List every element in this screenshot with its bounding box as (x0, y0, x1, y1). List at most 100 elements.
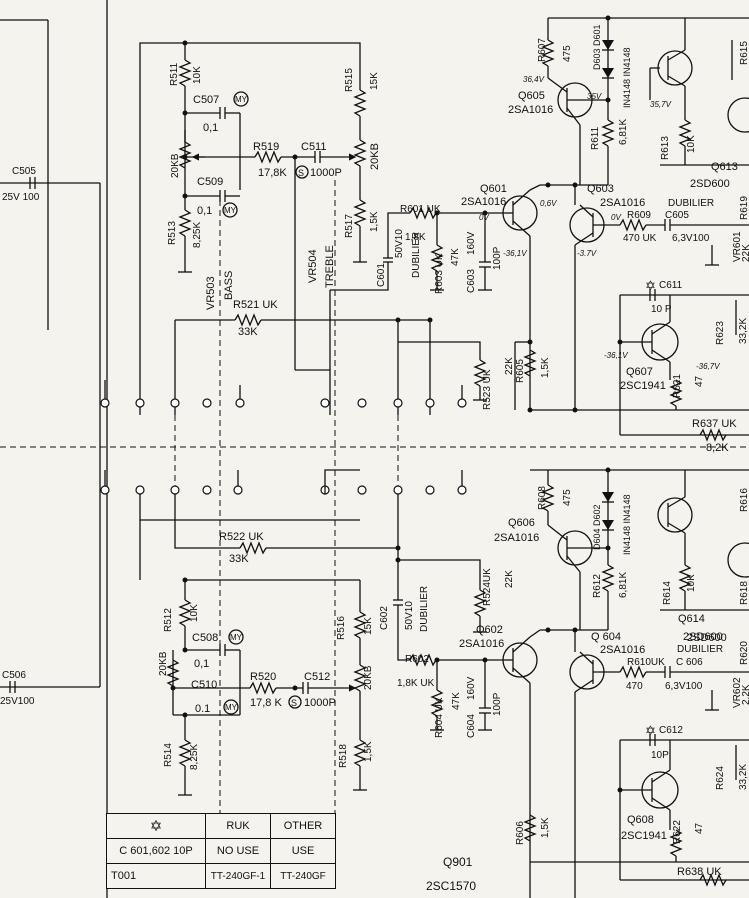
label-r609v: 470 UK (623, 233, 657, 244)
label-c511v: 1000P (310, 167, 342, 179)
label-q604-type: 2SA1016 (600, 644, 645, 656)
label-c612: C612 (659, 725, 683, 736)
label-r610v: 470 (626, 681, 643, 692)
label-c508: C508 (192, 632, 218, 644)
label-c611v: 10 P (651, 304, 672, 315)
label-v06: 0,6V (540, 199, 557, 208)
label-r523v: 22K (504, 357, 515, 375)
label-r604: R604 UK (434, 697, 445, 738)
label-c509: C509 (197, 176, 223, 188)
label-r513: R513 (167, 221, 178, 245)
label-q603-type: 2SA1016 (600, 197, 645, 209)
label-v364: 36,4V (523, 75, 545, 84)
table-col-other: OTHER (270, 813, 336, 839)
label-q605: Q605 (518, 90, 545, 102)
label-r607: R607 (537, 38, 548, 62)
label-q606: Q606 (508, 517, 535, 529)
label-r511: R511 (169, 62, 180, 86)
table-col-ruk: RUK (205, 813, 271, 839)
label-r605v: 1,5K (540, 357, 551, 378)
label-in4148: IN4148 IN4148 (622, 47, 632, 108)
junction-dots (170, 15, 623, 793)
label-r608v: 475 (562, 489, 573, 506)
svg-text:C505: C505 (12, 166, 36, 177)
label-vr601v: 22K (741, 244, 749, 262)
label-dubilier-2: DUBILIER (668, 198, 714, 209)
label-q603: Q603 (587, 183, 614, 195)
label-q608-type: 2SC1941 (621, 830, 667, 842)
label-q901: Q901 (443, 855, 473, 869)
label-r515: R515 (344, 68, 355, 92)
vr503-pot (178, 130, 205, 169)
label-q614: Q614 (678, 613, 705, 625)
label-r609: R609 (627, 210, 651, 221)
label-c507v: 0,1 (203, 122, 218, 134)
label-c601v: 50V10 (394, 229, 405, 258)
label-q604-sd600: 2SD600 (683, 631, 723, 643)
label-c603v: 100P (492, 246, 503, 270)
label-c511: C511 (301, 141, 326, 153)
label-r607v: 475 (562, 45, 573, 62)
table-row1-ruk: NO USE (205, 838, 271, 864)
label-r618: R618 (739, 581, 749, 605)
label-c601: C601 (376, 263, 387, 287)
label-r518: R518 (338, 744, 349, 768)
table-row2-part: T001 (106, 863, 206, 889)
label-r622v: 47 (694, 822, 705, 834)
label-r623: R623 (715, 321, 726, 345)
table-star-icon: ✡ (106, 813, 206, 839)
label-r602v: 1,8K UK (397, 678, 435, 689)
label-r638: R638 UK (677, 866, 722, 878)
label-d604: D604 D602 (592, 504, 602, 550)
label-r517v: 1,5K (369, 211, 380, 232)
label-dubilier-4: DUBILIER (677, 644, 723, 655)
label-r606v: 1,5K (540, 817, 551, 838)
label-q607-type: 2SC1941 (620, 380, 666, 392)
label-c606: C 606 (676, 657, 703, 668)
label-r515v: 15K (369, 72, 380, 90)
label-vr602v: 2,2K (741, 684, 749, 705)
label-q602: Q602 (476, 624, 503, 636)
label-r513v: 8,25K (192, 222, 203, 248)
label-q605-type: 2SA1016 (508, 104, 553, 116)
label-r602: R602 (405, 654, 429, 665)
label-r619: R619 (739, 196, 749, 220)
label-r613: R613 (660, 136, 671, 160)
label-r623v: 33,2K (738, 318, 749, 344)
label-bass: BASS (223, 271, 235, 300)
label-r624: R624 (715, 766, 726, 790)
label-r611: R611 (590, 126, 601, 150)
label-c612v: 10P (651, 750, 669, 761)
label-vr-bottom-value: 20KB (363, 665, 374, 690)
label-dubilier-3: DUBILIER (419, 586, 430, 632)
label-q606-type: 2SA1016 (494, 532, 539, 544)
label-r614v: 10K (686, 574, 697, 592)
label-vr601: VR601 (732, 231, 743, 262)
label-q603-v0: 0V (611, 213, 621, 222)
label-vr503-value: 20KB (170, 153, 181, 178)
switch-terminals-top (100, 380, 467, 408)
label-r519: R519 (253, 141, 279, 153)
c505-capacitor: C505 25V 100 (2, 166, 40, 203)
label-c512v: 1000P (304, 697, 336, 709)
label-r611v: 6,81K (618, 119, 629, 145)
label-v37: -3.7V (577, 249, 597, 258)
label-r621v: 47 (694, 375, 705, 387)
pot-linkage-dashes (174, 180, 399, 850)
label-q604: Q 604 (591, 631, 621, 643)
label-r511v: 10K (192, 66, 203, 84)
component-labels: R511 10K C507 MY 0,1 R519 17,8K C511 S 1… (158, 24, 749, 893)
label-r608: R608 (537, 486, 548, 510)
label-c605v: 6,3V100 (672, 233, 710, 244)
label-r514v: 8,25K (189, 744, 200, 770)
label-vneg367: -36,7V (696, 362, 720, 371)
label-r522v: 33K (229, 553, 249, 565)
label-v361: -36,1V (503, 249, 527, 258)
label-r516v: 15K (363, 617, 374, 635)
label-c604v: 100P (492, 692, 503, 716)
top-amp-stage (502, 17, 749, 442)
label-r521: R521 UK (233, 299, 278, 311)
label-r605: R605 (515, 359, 526, 383)
label-q607: Q607 (626, 366, 653, 378)
